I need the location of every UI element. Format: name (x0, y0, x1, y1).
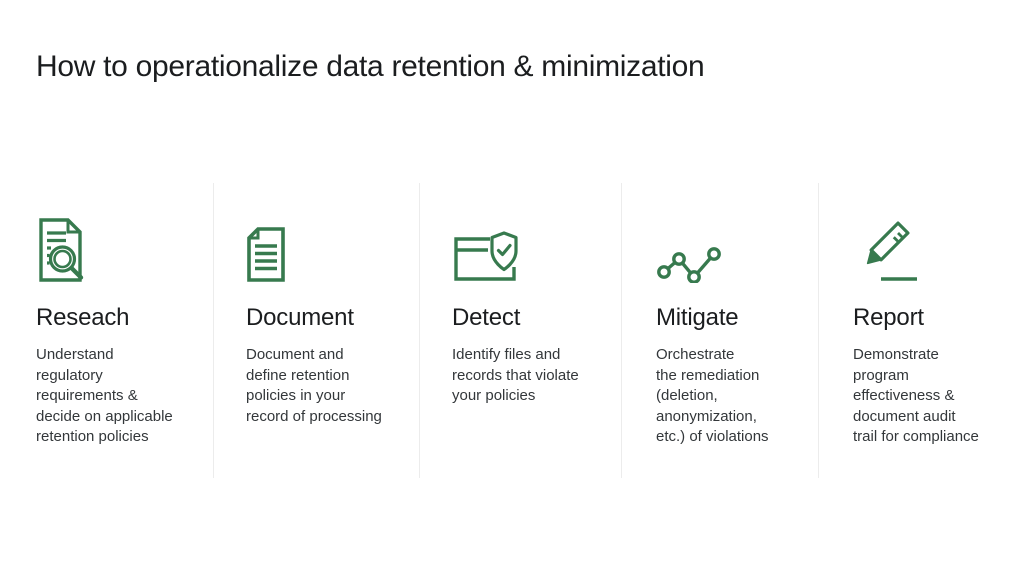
step-description: Document and define retention policies i… (246, 346, 382, 425)
step-mitigate: Mitigate Orchestrate the remediation (de… (621, 183, 818, 478)
step-description: Identify files and records that violate … (452, 346, 579, 404)
step-heading: Mitigate (656, 304, 739, 331)
page-title: How to operationalize data retention & m… (36, 50, 705, 83)
pencil-underline-icon (866, 221, 917, 281)
steps-row: Reseach Understand regulatory requiremen… (36, 183, 1000, 478)
step-heading: Reseach (36, 304, 130, 331)
step-heading: Report (853, 304, 924, 331)
step-report: Report Demonstrate program effectiveness… (818, 183, 1000, 478)
step-description: Understand regulatory requirements & dec… (36, 346, 173, 445)
step-heading: Document (246, 304, 354, 331)
document-icon (247, 227, 285, 282)
file-shield-check-icon (454, 231, 518, 281)
step-icon-zone (36, 183, 213, 283)
step-research: Reseach Understand regulatory requiremen… (36, 183, 213, 478)
step-icon-zone (452, 183, 621, 283)
step-document: Document Document and define retention p… (213, 183, 419, 478)
step-icon-zone (656, 183, 818, 283)
step-detect: Detect Identify files and records that v… (419, 183, 621, 478)
step-description: Demonstrate program effectiveness & docu… (853, 346, 979, 445)
step-icon-zone (246, 183, 419, 283)
step-heading: Detect (452, 304, 521, 331)
line-graph-icon (657, 247, 721, 283)
document-search-icon (39, 218, 84, 282)
step-icon-zone (853, 183, 1000, 283)
step-description: Orchestrate the remediation (deletion, a… (656, 346, 769, 445)
